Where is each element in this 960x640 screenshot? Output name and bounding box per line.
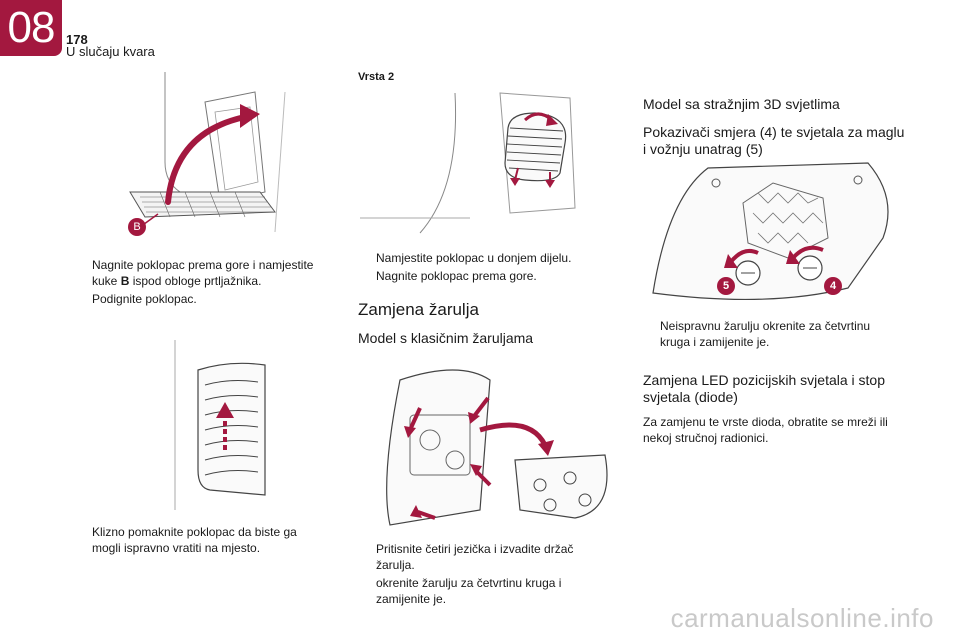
list-item: Nagnite poklopac prema gore. bbox=[376, 269, 537, 283]
column2-bullets-b: Pritisnite četiri jezička i izvadite drž… bbox=[360, 541, 600, 609]
list-item: okrenite žarulju za četvrtinu kruga i za… bbox=[376, 576, 562, 606]
list-item: Nagnite poklopac prema gore i namjestite… bbox=[92, 258, 314, 288]
list-item: Namjestite poklopac u donjem dijelu. bbox=[376, 251, 572, 265]
subheading-led: Zamjena LED pozicijskih svjetala i stop … bbox=[643, 372, 885, 405]
illustration-3d-lamp bbox=[648, 158, 903, 303]
subheading-classic-bulbs: Model s klasičnim žaruljama bbox=[358, 330, 534, 346]
page-number: 178 bbox=[66, 32, 88, 47]
illustration-bulb-holder bbox=[370, 360, 620, 530]
list-item: Pritisnite četiri jezička i izvadite drž… bbox=[376, 542, 574, 572]
column2-bullets-a: Namjestite poklopac u donjem dijelu. Nag… bbox=[360, 250, 610, 286]
list-item: Neispravnu žarulju okrenite za četvrtinu… bbox=[660, 319, 871, 349]
column1-bullets-a: Nagnite poklopac prema gore i namjestite… bbox=[76, 257, 326, 309]
column3-bullets-a: Neispravnu žarulju okrenite za četvrtinu… bbox=[644, 318, 894, 352]
section-title: U slučaju kvara bbox=[66, 44, 155, 59]
illustration-trunk-cover-tilt bbox=[70, 62, 300, 242]
column1-bullets-b: Klizno pomaknite poklopac da biste ga mo… bbox=[76, 524, 326, 558]
list-item: Podignite poklopac. bbox=[92, 292, 197, 306]
heading-replace-bulbs: Zamjena žarulja bbox=[358, 300, 479, 319]
illustration-cover-type2 bbox=[360, 88, 610, 238]
callout-4: 4 bbox=[824, 277, 842, 295]
type-heading: Vrsta 2 bbox=[358, 71, 395, 83]
watermark: carmanualsonline.info bbox=[670, 603, 934, 633]
chapter-tab: 08 bbox=[0, 0, 62, 56]
list-item: Klizno pomaknite poklopac da biste ga mo… bbox=[92, 525, 297, 555]
callout-b: B bbox=[128, 218, 146, 236]
illustration-sliding-cover bbox=[170, 340, 300, 510]
paragraph-led: Za zamjenu te vrste dioda, obratite se m… bbox=[643, 415, 888, 445]
callout-5: 5 bbox=[717, 277, 735, 295]
heading-3d-lights: Model sa stražnjim 3D svjetlima bbox=[643, 96, 840, 112]
subheading-indicators: Pokazivači smjera (4) te svjetala za mag… bbox=[643, 124, 905, 157]
